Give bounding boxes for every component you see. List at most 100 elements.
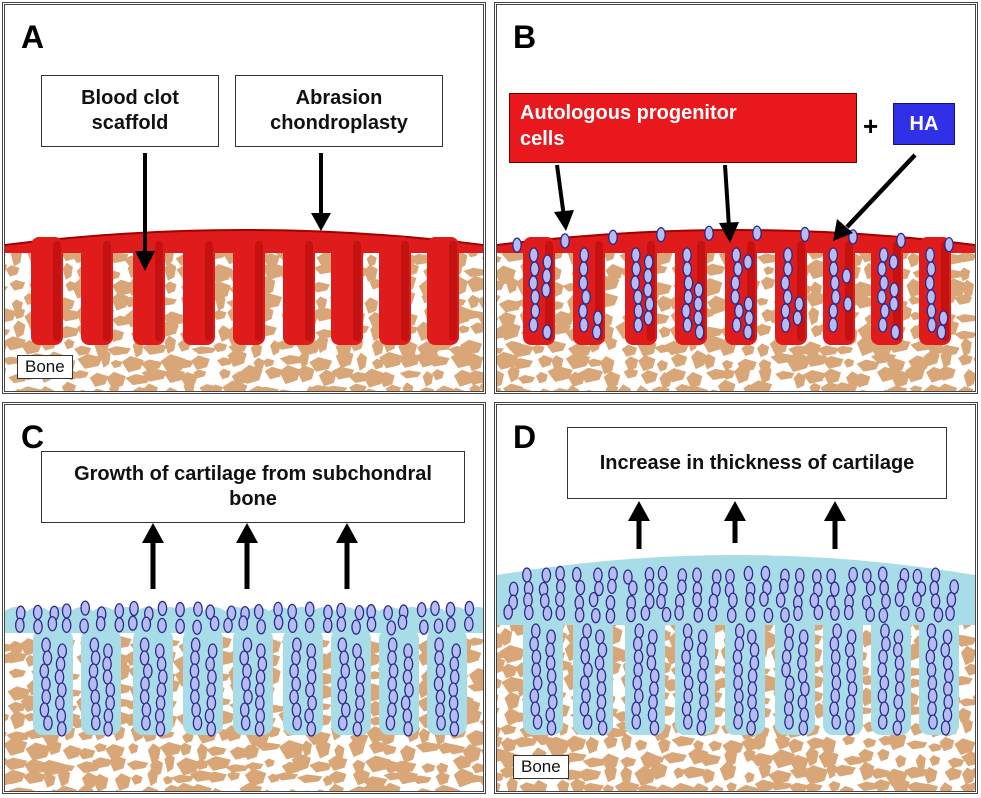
bone-fragment xyxy=(506,776,518,791)
cell xyxy=(888,254,899,270)
bone-fragment xyxy=(371,358,385,370)
cell xyxy=(936,324,947,340)
cell xyxy=(546,720,557,736)
bone-fragment xyxy=(510,358,533,370)
bone-fragment xyxy=(686,371,703,389)
cell xyxy=(707,606,718,622)
cell xyxy=(529,688,540,704)
bone-fragment xyxy=(767,781,792,791)
bone-fragment xyxy=(61,381,77,391)
cell xyxy=(634,623,645,639)
bone-fragment xyxy=(379,371,395,388)
bone-fragment xyxy=(43,773,56,788)
bone-fragment xyxy=(218,325,230,342)
channel-shade xyxy=(449,241,457,341)
bone-fragment xyxy=(920,783,939,791)
cartilage-column xyxy=(725,615,765,735)
bone-fragment xyxy=(371,339,384,357)
bone-fragment xyxy=(182,732,194,744)
cell xyxy=(845,707,855,723)
bone-fragment xyxy=(128,742,139,755)
bone-fragment xyxy=(239,782,263,791)
panel-letter: B xyxy=(513,19,537,55)
cell xyxy=(793,605,803,622)
bone-fragment xyxy=(756,343,770,358)
cell xyxy=(725,568,735,585)
cell xyxy=(846,668,856,684)
bone-fragment xyxy=(111,292,129,311)
bone-fragment xyxy=(215,293,226,312)
bone-fragment xyxy=(131,774,143,785)
cell xyxy=(306,721,317,737)
bone-fragment xyxy=(856,336,876,357)
clot-surface-edge xyxy=(5,229,483,246)
cell xyxy=(845,720,855,736)
cell xyxy=(190,637,201,653)
cell xyxy=(88,676,98,692)
cell xyxy=(387,702,397,718)
cell xyxy=(646,655,657,671)
cell xyxy=(581,688,591,704)
cell xyxy=(255,708,266,724)
bone-fragment xyxy=(505,276,518,294)
bone-fragment xyxy=(5,343,8,351)
bone-fragment xyxy=(890,369,910,388)
cell xyxy=(354,708,365,724)
bone-fragment xyxy=(368,740,387,754)
bone-fragment xyxy=(768,769,792,784)
bone-fragment xyxy=(758,364,772,384)
cell xyxy=(306,656,317,672)
bone-fragment xyxy=(650,762,668,780)
bone-fragment xyxy=(603,370,621,389)
bone-fragment xyxy=(603,735,618,749)
cell xyxy=(746,720,756,736)
bone-fragment xyxy=(465,370,483,385)
bone-fragment xyxy=(828,780,841,791)
cell xyxy=(797,694,808,710)
progenitor-cells xyxy=(512,225,954,340)
cell xyxy=(292,715,303,731)
cell xyxy=(748,707,759,723)
cell xyxy=(354,656,365,672)
bone-fragment xyxy=(675,384,692,391)
abrasion-chondroplasty-label: Abrasion chondroplasty xyxy=(235,75,443,147)
bone-fragment xyxy=(365,755,392,773)
cell xyxy=(523,592,533,608)
bone-fragment xyxy=(417,680,431,699)
cell xyxy=(287,603,298,620)
cell xyxy=(843,296,853,312)
cell xyxy=(657,565,668,582)
cell xyxy=(643,282,653,298)
cell xyxy=(623,569,633,585)
cell xyxy=(649,720,660,736)
bone-fragment xyxy=(566,385,580,391)
bone-fragment xyxy=(818,749,839,768)
blood-clot-scaffold-label: Blood clot scaffold xyxy=(41,75,219,147)
cell xyxy=(809,592,820,609)
cell xyxy=(798,629,809,645)
cell xyxy=(142,663,153,679)
cell xyxy=(545,642,555,658)
bone-fragment xyxy=(8,668,26,679)
cell xyxy=(575,579,586,596)
bone-fragment xyxy=(909,385,923,391)
bone-fragment xyxy=(817,345,839,356)
cell xyxy=(927,701,937,717)
bone-fragment xyxy=(193,369,207,379)
bone-fragment xyxy=(754,731,767,751)
bone-fragment xyxy=(546,340,567,353)
bone-fragment xyxy=(165,387,177,391)
cell xyxy=(154,643,165,659)
bone-fragment xyxy=(601,753,619,771)
bone-fragment xyxy=(497,280,505,291)
bone-fragment xyxy=(210,384,223,391)
cell xyxy=(877,317,888,333)
bone-fragment xyxy=(585,736,599,754)
cell xyxy=(545,655,556,671)
bone-fragment xyxy=(479,719,483,726)
bone-fragment xyxy=(570,778,586,791)
cell xyxy=(91,702,101,718)
bone-fragment xyxy=(954,635,975,647)
bone-fragment xyxy=(147,743,161,763)
bone-fragment xyxy=(24,758,47,776)
